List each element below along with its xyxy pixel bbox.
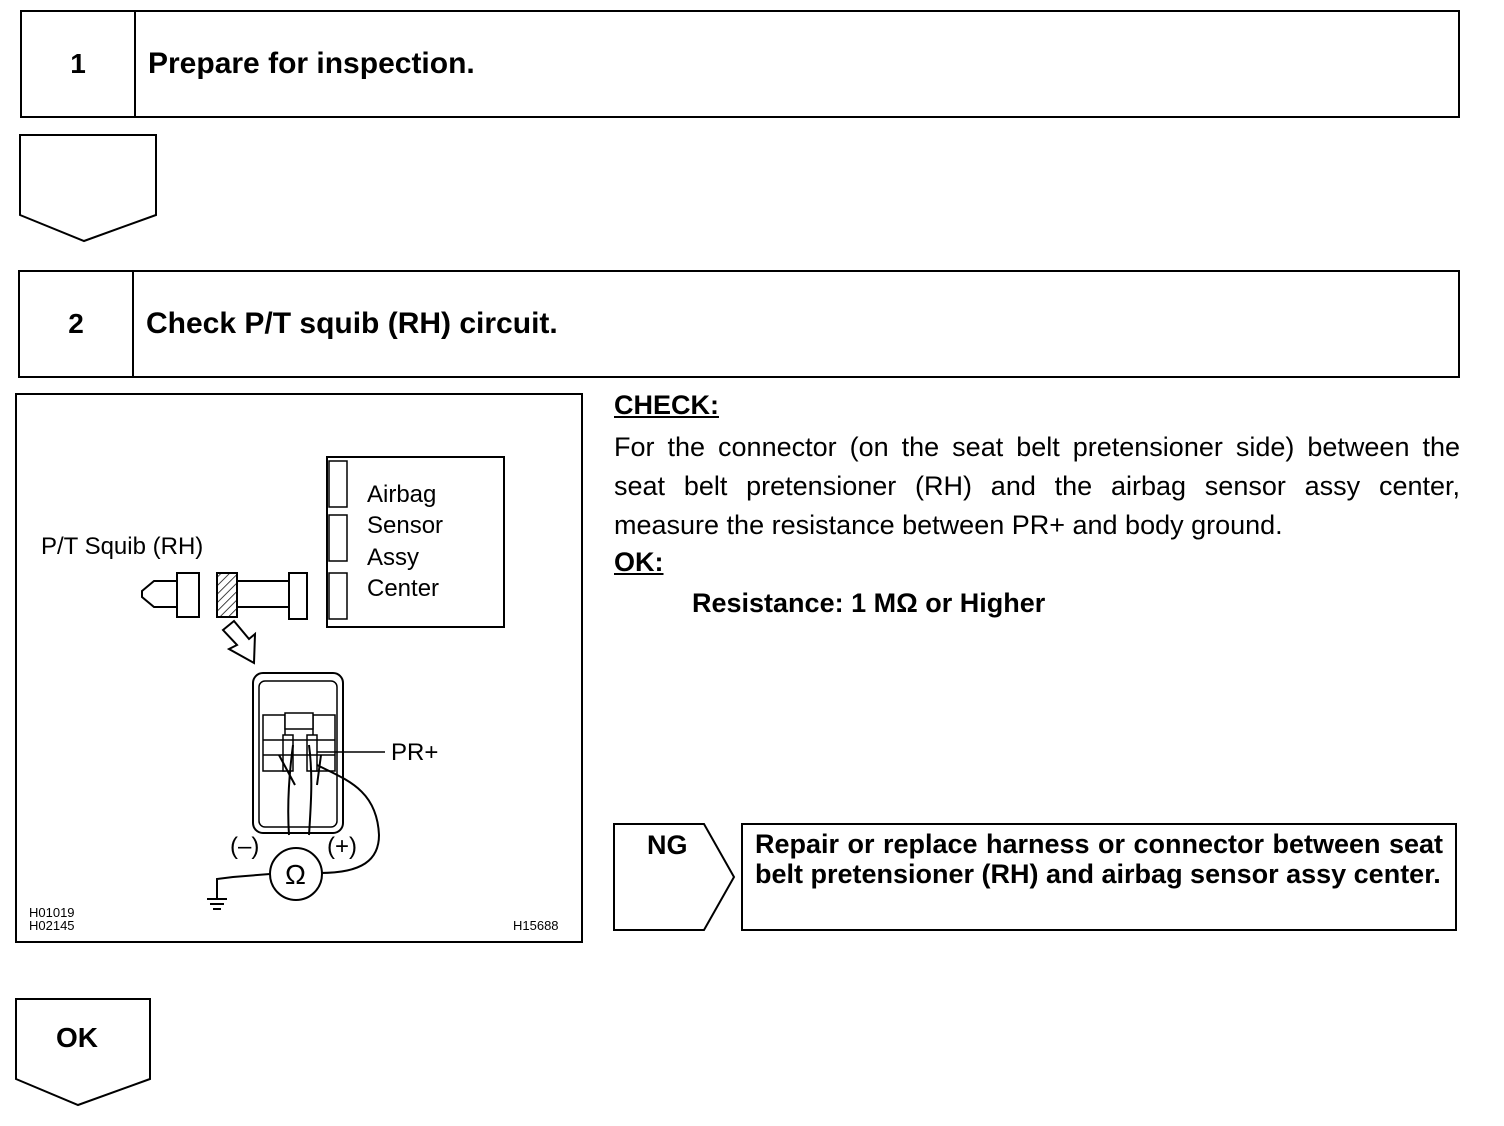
airbag-sensor-box <box>326 456 505 628</box>
resistance-spec: Resistance: 1 MΩ or Higher <box>692 588 1046 618</box>
step-1-number: 1 <box>22 12 136 116</box>
ecu-label-line-4: Center <box>367 575 440 602</box>
step-1-box: 1 Prepare for inspection. <box>20 10 1460 118</box>
minus-lead-label: (–) <box>230 833 260 860</box>
hatched-connector <box>216 572 238 618</box>
check-body: For the connector (on the seat belt pret… <box>614 432 1460 540</box>
flow-arrow-1 <box>19 134 157 243</box>
step-2-number: 2 <box>20 272 134 376</box>
squib-plug <box>141 580 178 608</box>
figure-code-left-1: H01019 <box>29 905 75 920</box>
step-1-title: Prepare for inspection. <box>148 47 475 80</box>
ecu-label-line-3: Assy <box>367 544 420 571</box>
ng-action-box: Repair or replace harness or connector b… <box>741 823 1457 931</box>
ok-flow-arrow <box>15 998 151 1107</box>
step-2-box: 2 Check P/T squib (RH) circuit. <box>18 270 1460 378</box>
ng-label: NG <box>647 830 688 860</box>
ng-flow-arrow <box>613 823 736 931</box>
ohm-symbol: Ω <box>285 859 306 890</box>
check-heading: CHECK: <box>614 390 719 420</box>
pt-squib-label: P/T Squib (RH) <box>41 533 204 560</box>
ng-action-text: Repair or replace harness or connector b… <box>755 829 1443 889</box>
ecu-label-line-1: Airbag <box>367 481 437 508</box>
figure-code-left-2: H02145 <box>29 918 75 933</box>
plus-lead-label: (+) <box>327 833 357 860</box>
step-2-title: Check P/T squib (RH) circuit. <box>146 307 558 340</box>
ok-flow-label: OK <box>56 1022 98 1053</box>
pointer-arrow <box>221 619 257 665</box>
pr-plus-label: PR+ <box>391 739 439 766</box>
connector-diagram <box>141 456 505 910</box>
ecu-label-line-2: Sensor <box>367 512 444 539</box>
ok-heading: OK: <box>614 547 664 577</box>
inspection-figure: P/T Squib (RH) Airbag Sensor Assy Center… <box>15 393 583 943</box>
figure-code-right: H15688 <box>513 918 559 933</box>
